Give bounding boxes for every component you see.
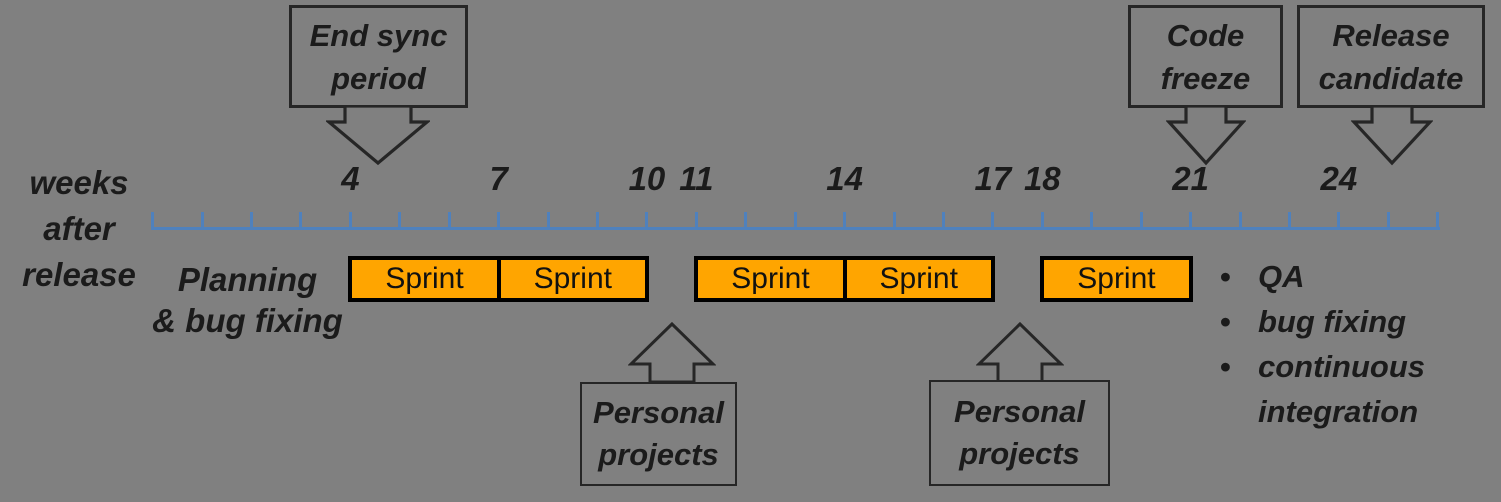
callout-code-freeze: Code freeze xyxy=(1128,5,1283,108)
week-tick xyxy=(1139,212,1143,228)
callout-end-sync-period: End sync period xyxy=(289,5,468,108)
week-tick xyxy=(892,212,896,228)
axis-caption-line: release xyxy=(22,256,136,293)
week-number-label: 21 xyxy=(1172,160,1209,197)
sprint-box: Sprint xyxy=(1040,256,1193,302)
week-tick xyxy=(941,212,945,228)
week-tick xyxy=(991,212,995,228)
week-number-label: 11 xyxy=(679,160,714,197)
callout-line: End sync xyxy=(309,17,448,53)
post-freeze-activity-list: • QA • bug fixing • continuous integration xyxy=(1220,254,1464,434)
week-tick xyxy=(398,212,402,228)
callout-release-candidate: Release candidate xyxy=(1297,5,1485,108)
week-tick xyxy=(843,212,847,228)
week-tick xyxy=(299,212,303,228)
week-tick xyxy=(151,212,155,228)
week-tick xyxy=(497,212,501,228)
week-tick xyxy=(250,212,254,228)
callout-line: period xyxy=(331,60,426,96)
week-tick xyxy=(546,212,550,228)
callout-line: Release xyxy=(1332,17,1450,53)
week-tick xyxy=(694,212,698,228)
week-number-label: 24 xyxy=(1320,160,1358,197)
down-arrow-icon xyxy=(326,106,430,166)
week-tick xyxy=(1040,212,1044,228)
callout-line: Personal xyxy=(954,394,1085,429)
sprint-box: Sprint xyxy=(842,256,995,302)
bullet-dot-icon: • xyxy=(1220,259,1231,294)
down-arrow-icon xyxy=(1351,106,1433,166)
axis-caption-line: after xyxy=(43,210,115,247)
axis-caption-weeks-after-release: weeks after release xyxy=(8,160,150,298)
sprint-box: Sprint xyxy=(348,256,501,302)
callout-line: projects xyxy=(598,437,719,472)
week-tick xyxy=(447,212,451,228)
week-tick xyxy=(348,212,352,228)
phase-label-line: & bug fixing xyxy=(152,302,343,339)
callout-line: candidate xyxy=(1318,60,1464,96)
bullet-text: bug fixing xyxy=(1258,304,1407,339)
week-number-label: 7 xyxy=(489,160,508,197)
up-arrow-icon xyxy=(976,322,1064,382)
bullet-text: QA xyxy=(1258,259,1305,294)
sprint-box: Sprint xyxy=(496,256,649,302)
week-tick xyxy=(1238,212,1242,228)
timeline-axis xyxy=(151,227,1440,230)
week-tick xyxy=(1337,212,1341,228)
phase-label-planning: Planning & bug fixing xyxy=(140,259,355,341)
bullet-text: continuous integration xyxy=(1258,349,1426,429)
week-tick xyxy=(1436,212,1440,228)
week-tick xyxy=(596,212,599,228)
callout-line: Personal xyxy=(593,395,724,430)
week-tick xyxy=(1287,212,1291,228)
callout-line: projects xyxy=(959,436,1080,471)
up-arrow-icon xyxy=(628,322,716,382)
week-tick xyxy=(645,212,649,228)
callout-line: Code xyxy=(1166,17,1245,53)
week-number-label: 14 xyxy=(826,160,863,197)
callout-personal-projects-2: Personal projects xyxy=(929,380,1110,486)
down-arrow-icon xyxy=(1166,106,1246,166)
week-tick xyxy=(200,212,204,228)
sprint-box: Sprint xyxy=(694,256,847,302)
bullet-dot-icon: • xyxy=(1220,349,1231,384)
week-number-label: 4 xyxy=(341,160,360,197)
week-tick xyxy=(1189,212,1193,228)
week-tick xyxy=(1090,212,1094,228)
week-number-label: 18 xyxy=(1023,160,1061,197)
axis-caption-line: weeks xyxy=(29,164,129,201)
week-tick xyxy=(744,212,748,228)
phase-label-line: Planning xyxy=(177,261,318,298)
week-tick xyxy=(1386,212,1390,228)
bullet-item: • QA xyxy=(1220,254,1464,299)
bullet-item: • continuous integration xyxy=(1220,344,1464,434)
bullet-item: • bug fixing xyxy=(1220,299,1464,344)
week-number-label: 10 xyxy=(628,160,666,197)
callout-line: freeze xyxy=(1160,60,1251,96)
week-tick xyxy=(793,212,797,228)
bullet-dot-icon: • xyxy=(1220,304,1231,339)
week-number-label: 17 xyxy=(974,160,1012,197)
callout-personal-projects-1: Personal projects xyxy=(580,382,737,486)
